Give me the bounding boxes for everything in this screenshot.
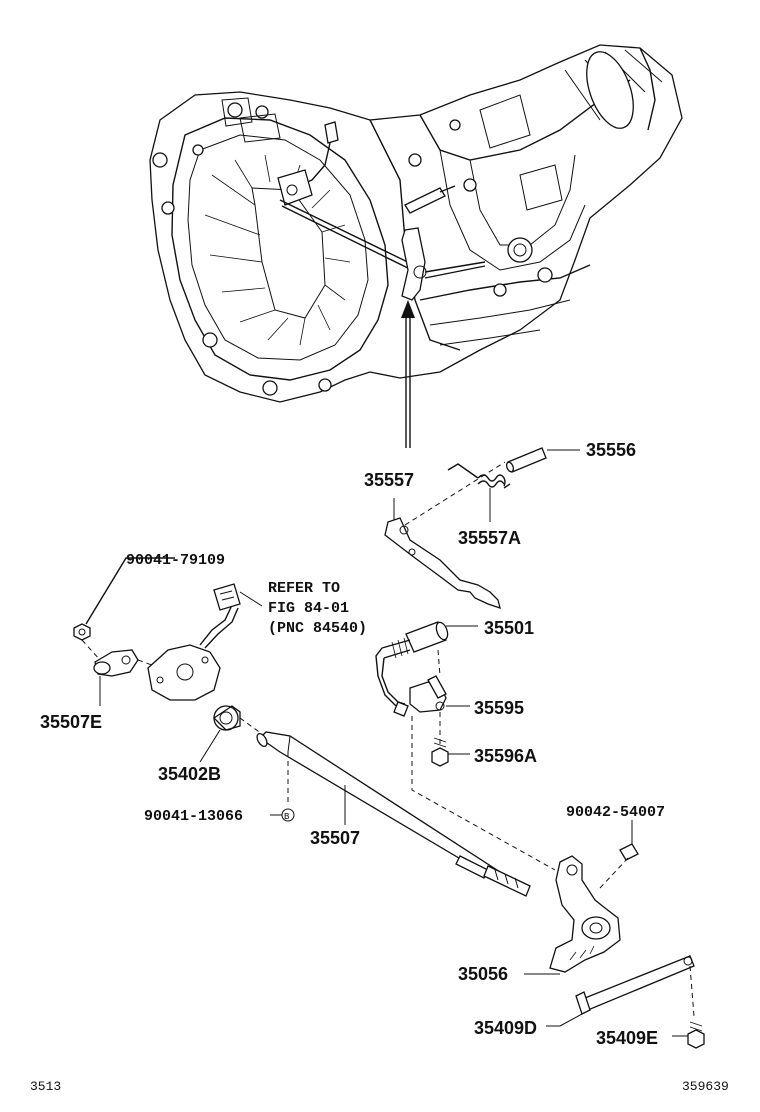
refer-pnc-text: (PNC 84540)	[268, 620, 367, 637]
pin-90042-54007	[619, 820, 639, 861]
reference-arrow	[401, 300, 415, 448]
pin-35556	[505, 447, 580, 473]
parking-rod-35501	[375, 621, 478, 717]
label-35557a: 35557A	[458, 528, 521, 548]
footer-right-code: 359639	[682, 1079, 729, 1094]
nut-90041-79109	[73, 557, 175, 641]
parking-lock-rod-35409D	[546, 955, 695, 1027]
refer-to-text: REFER TO	[268, 580, 340, 597]
oil-seal-35402B	[199, 705, 263, 763]
label-35507e: 35507E	[40, 712, 102, 732]
spring-35557A	[447, 463, 511, 522]
label-35595: 35595	[474, 698, 524, 718]
label-90041-79109: 90041-79109	[126, 552, 225, 569]
label-35556: 35556	[586, 440, 636, 460]
neutral-start-switch	[147, 583, 263, 701]
label-35507: 35507	[310, 828, 360, 848]
manual-shaft-35507	[256, 731, 531, 897]
label-35409e: 35409E	[596, 1028, 658, 1048]
label-90041-13066: 90041-13066	[144, 808, 243, 825]
bracket-35595	[409, 675, 470, 713]
refer-fig-text: FIG 84-01	[268, 600, 349, 617]
manual-lever-35056	[524, 855, 629, 975]
label-35596a: 35596A	[474, 746, 537, 766]
lock-plate-35507E	[81, 639, 161, 706]
label-35056: 35056	[458, 964, 508, 984]
label-35557: 35557	[364, 470, 414, 490]
bolt-35596A	[431, 712, 470, 767]
transmission-housing	[149, 44, 683, 403]
detent-spring-lever-35557	[384, 461, 506, 609]
footer-left-code: 3513	[30, 1079, 61, 1094]
nut-35409E	[672, 1021, 705, 1049]
label-35402b: 35402B	[158, 764, 221, 784]
label-90042-54007: 90042-54007	[566, 804, 665, 821]
label-35501: 35501	[484, 618, 534, 638]
b-marker: B	[284, 812, 290, 822]
label-35409d: 35409D	[474, 1018, 537, 1038]
